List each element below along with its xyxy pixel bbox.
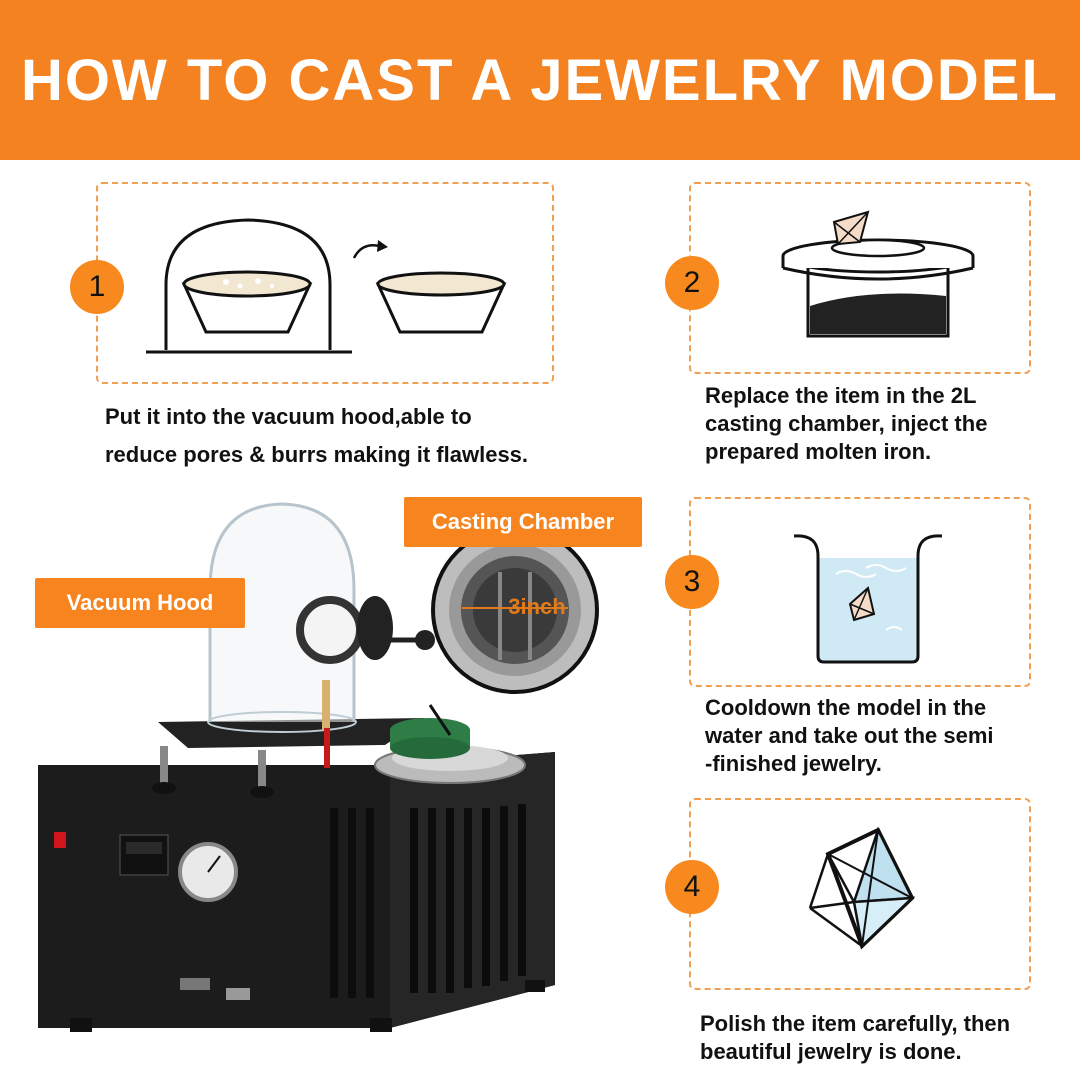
bowl-icon xyxy=(375,271,507,334)
water-container-icon xyxy=(793,534,943,664)
step-2-text-line3: prepared molten iron. xyxy=(705,439,932,464)
step-1-text-line2: reduce pores & burrs making it flawless. xyxy=(105,442,529,467)
step-4-text-line2: beautiful jewelry is done. xyxy=(700,1039,962,1064)
step-3-text: Cooldown the model in the water and take… xyxy=(705,694,1055,778)
step-3-text-line3: -finished jewelry. xyxy=(705,751,882,776)
step-2-badge: 2 xyxy=(665,256,719,310)
step-3-text-line2: water and take out the semi xyxy=(705,723,994,748)
vacuum-casting-machine xyxy=(38,502,599,1032)
step-2-text: Replace the item in the 2L casting chamb… xyxy=(705,382,1055,466)
step-1-badge: 1 xyxy=(70,260,124,314)
step-4-badge: 4 xyxy=(665,860,719,914)
casting-chamber-label: Casting Chamber xyxy=(404,497,642,547)
vacuum-hood-label: Vacuum Hood xyxy=(35,578,245,628)
step-3-badge: 3 xyxy=(665,555,719,609)
chamber-size-label: 3inch xyxy=(508,594,566,619)
step-3-text-line1: Cooldown the model in the xyxy=(705,695,987,720)
casting-chamber-icon xyxy=(781,210,975,338)
diamond-icon xyxy=(808,826,916,950)
arrow-icon xyxy=(352,240,388,259)
step-4-text: Polish the item carefully, then beautifu… xyxy=(700,1010,1070,1066)
step-1-illustration xyxy=(146,218,352,354)
step-4-text-line1: Polish the item carefully, then xyxy=(700,1011,1011,1036)
step-2-text-line1: Replace the item in the 2L xyxy=(705,383,977,408)
header-banner: HOW TO CAST A JEWELRY MODEL xyxy=(0,0,1080,160)
step-1-text-line1: Put it into the vacuum hood,able to xyxy=(105,404,472,429)
page-title: HOW TO CAST A JEWELRY MODEL xyxy=(21,47,1059,113)
step-1-text: Put it into the vacuum hood,able to redu… xyxy=(105,398,585,474)
step-2-text-line2: casting chamber, inject the xyxy=(705,411,988,436)
